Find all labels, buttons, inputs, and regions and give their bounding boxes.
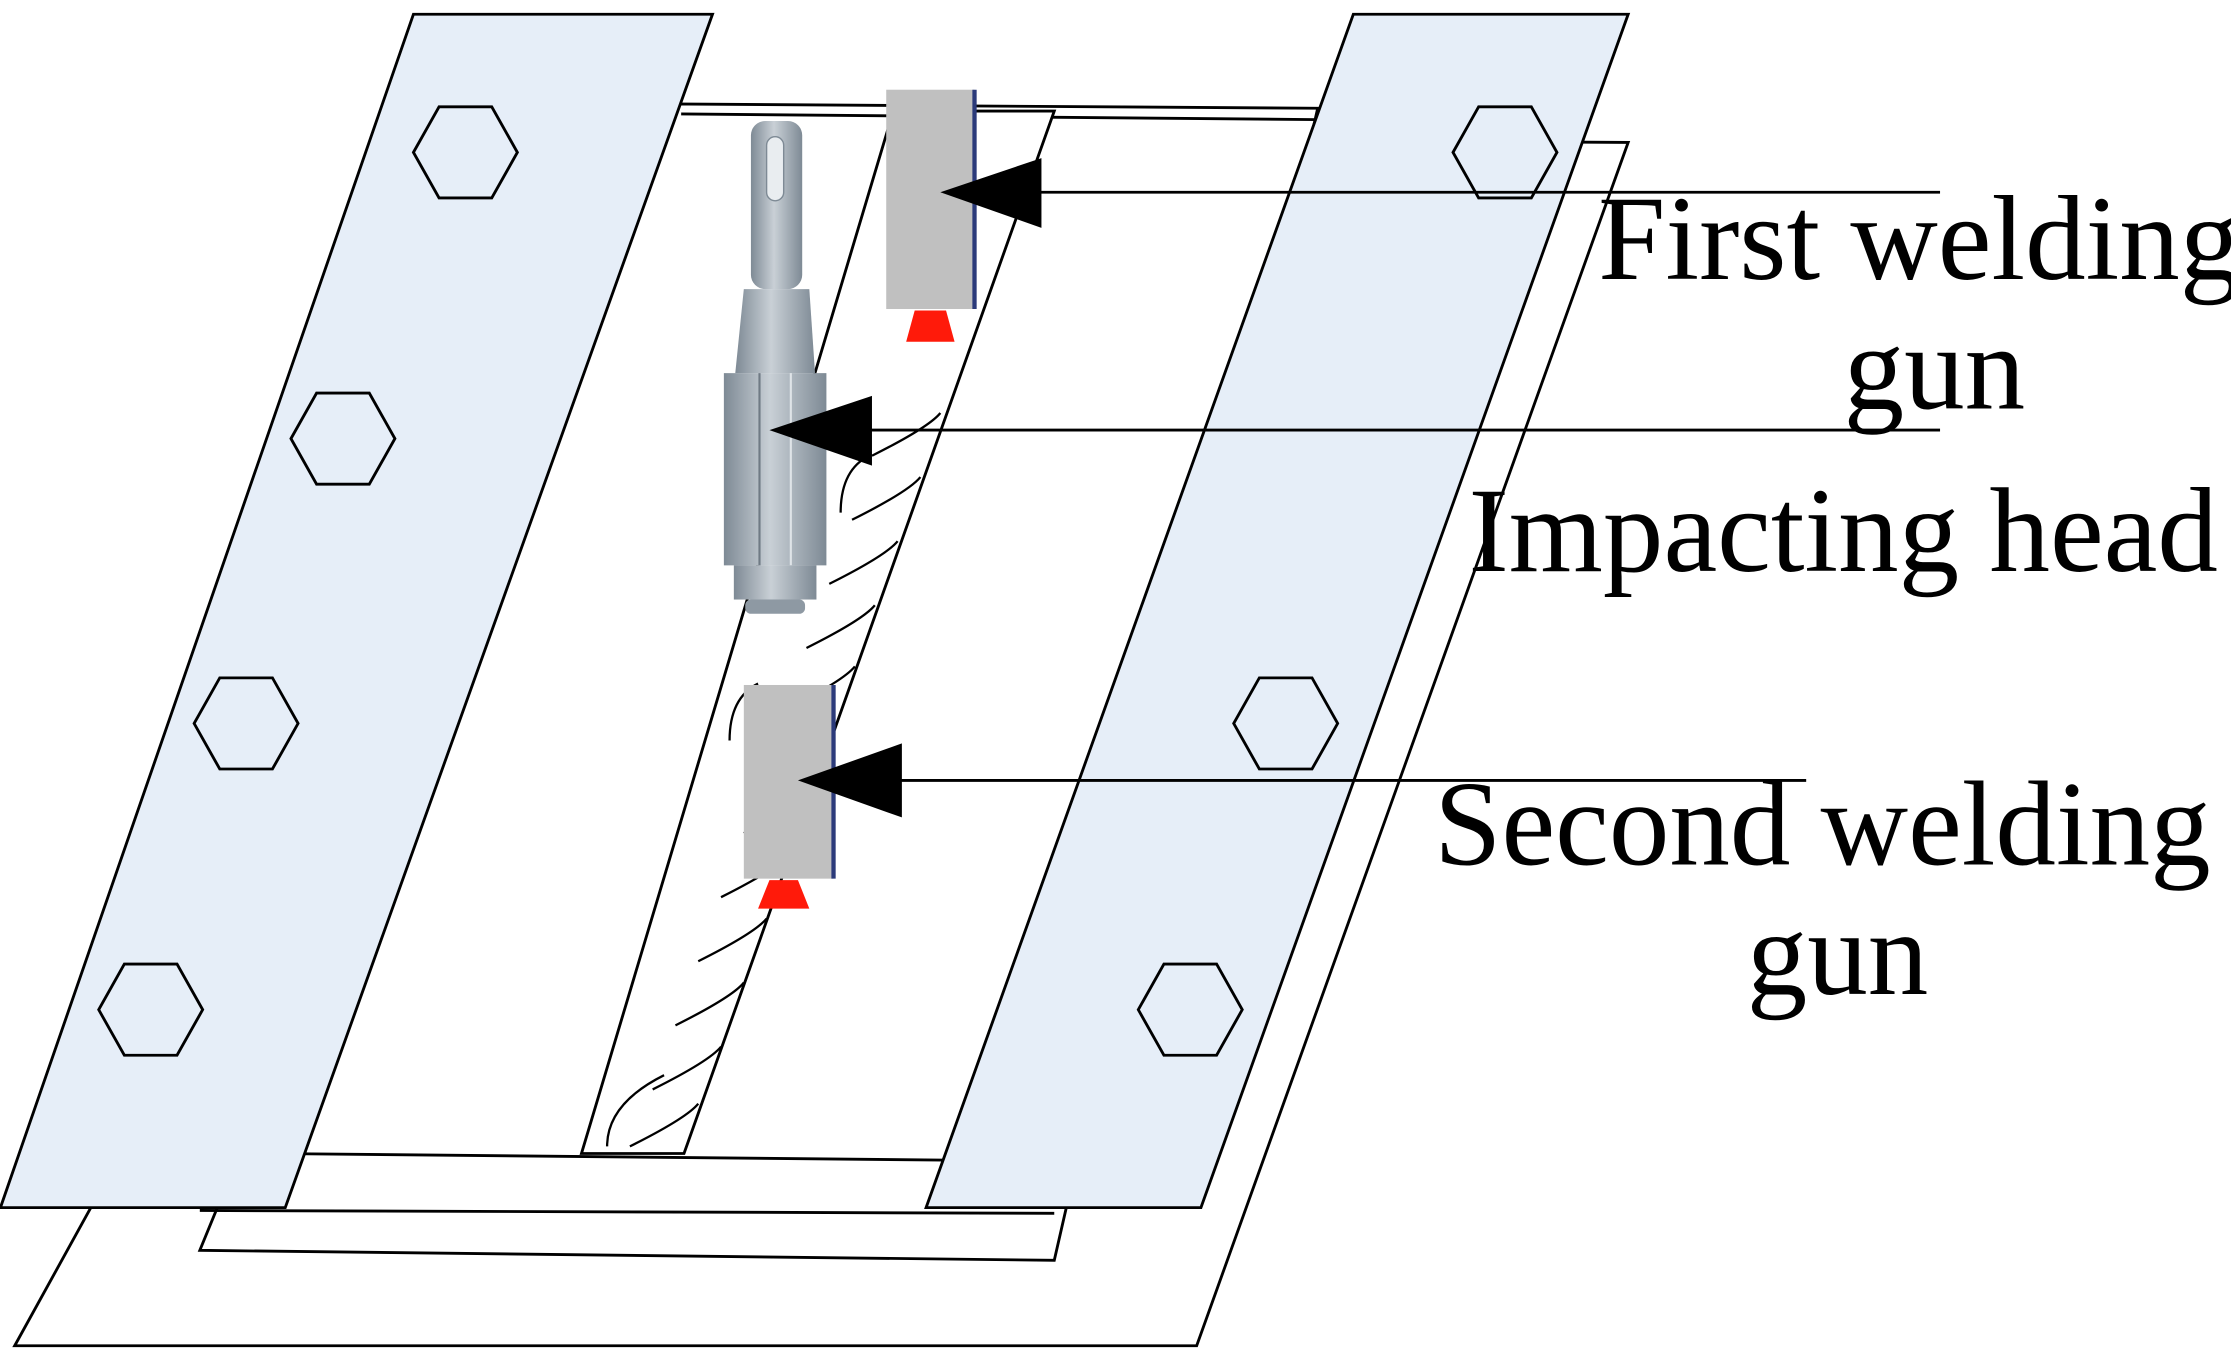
arrow-left-icon [940, 158, 1042, 228]
bolt-hex-icon [1232, 676, 1340, 771]
bolt-hex-icon [411, 105, 520, 200]
label-second-gun-line2: gun [1747, 887, 1929, 1021]
bolts [97, 105, 1559, 1057]
label-second-gun: Second welding gun [1434, 757, 2231, 1021]
label-first-gun-line1: First welding [1598, 172, 2231, 306]
bolt-hex-icon [1451, 105, 1559, 200]
nozzle-icon [758, 880, 810, 909]
arrow-left-icon [769, 395, 872, 466]
first-welding-gun [886, 89, 977, 342]
callout-first-gun [940, 158, 1941, 228]
callout-impacting-head [769, 395, 1941, 466]
label-first-gun: First welding gun [1598, 172, 2231, 436]
bolt-hex-icon [289, 391, 397, 486]
arrow-left-icon [797, 743, 902, 818]
nozzle-icon [906, 310, 955, 342]
callout-second-gun [797, 743, 1807, 818]
label-impacting-head: Impacting head [1468, 464, 2217, 598]
right-clamp-plate [924, 12, 1631, 1210]
label-first-gun-line2: gun [1844, 302, 2026, 436]
label-impacting-head-line1: Impacting head [1468, 464, 2217, 598]
label-second-gun-line1: Second welding [1434, 757, 2210, 891]
left-clamp-plate [0, 12, 715, 1210]
second-welding-gun [743, 684, 836, 909]
bolt-hex-icon [1136, 962, 1244, 1057]
impacting-head [723, 121, 827, 614]
weld-groove [579, 109, 1057, 1155]
bolt-hex-icon [192, 676, 300, 771]
bolt-hex-icon [97, 962, 205, 1057]
